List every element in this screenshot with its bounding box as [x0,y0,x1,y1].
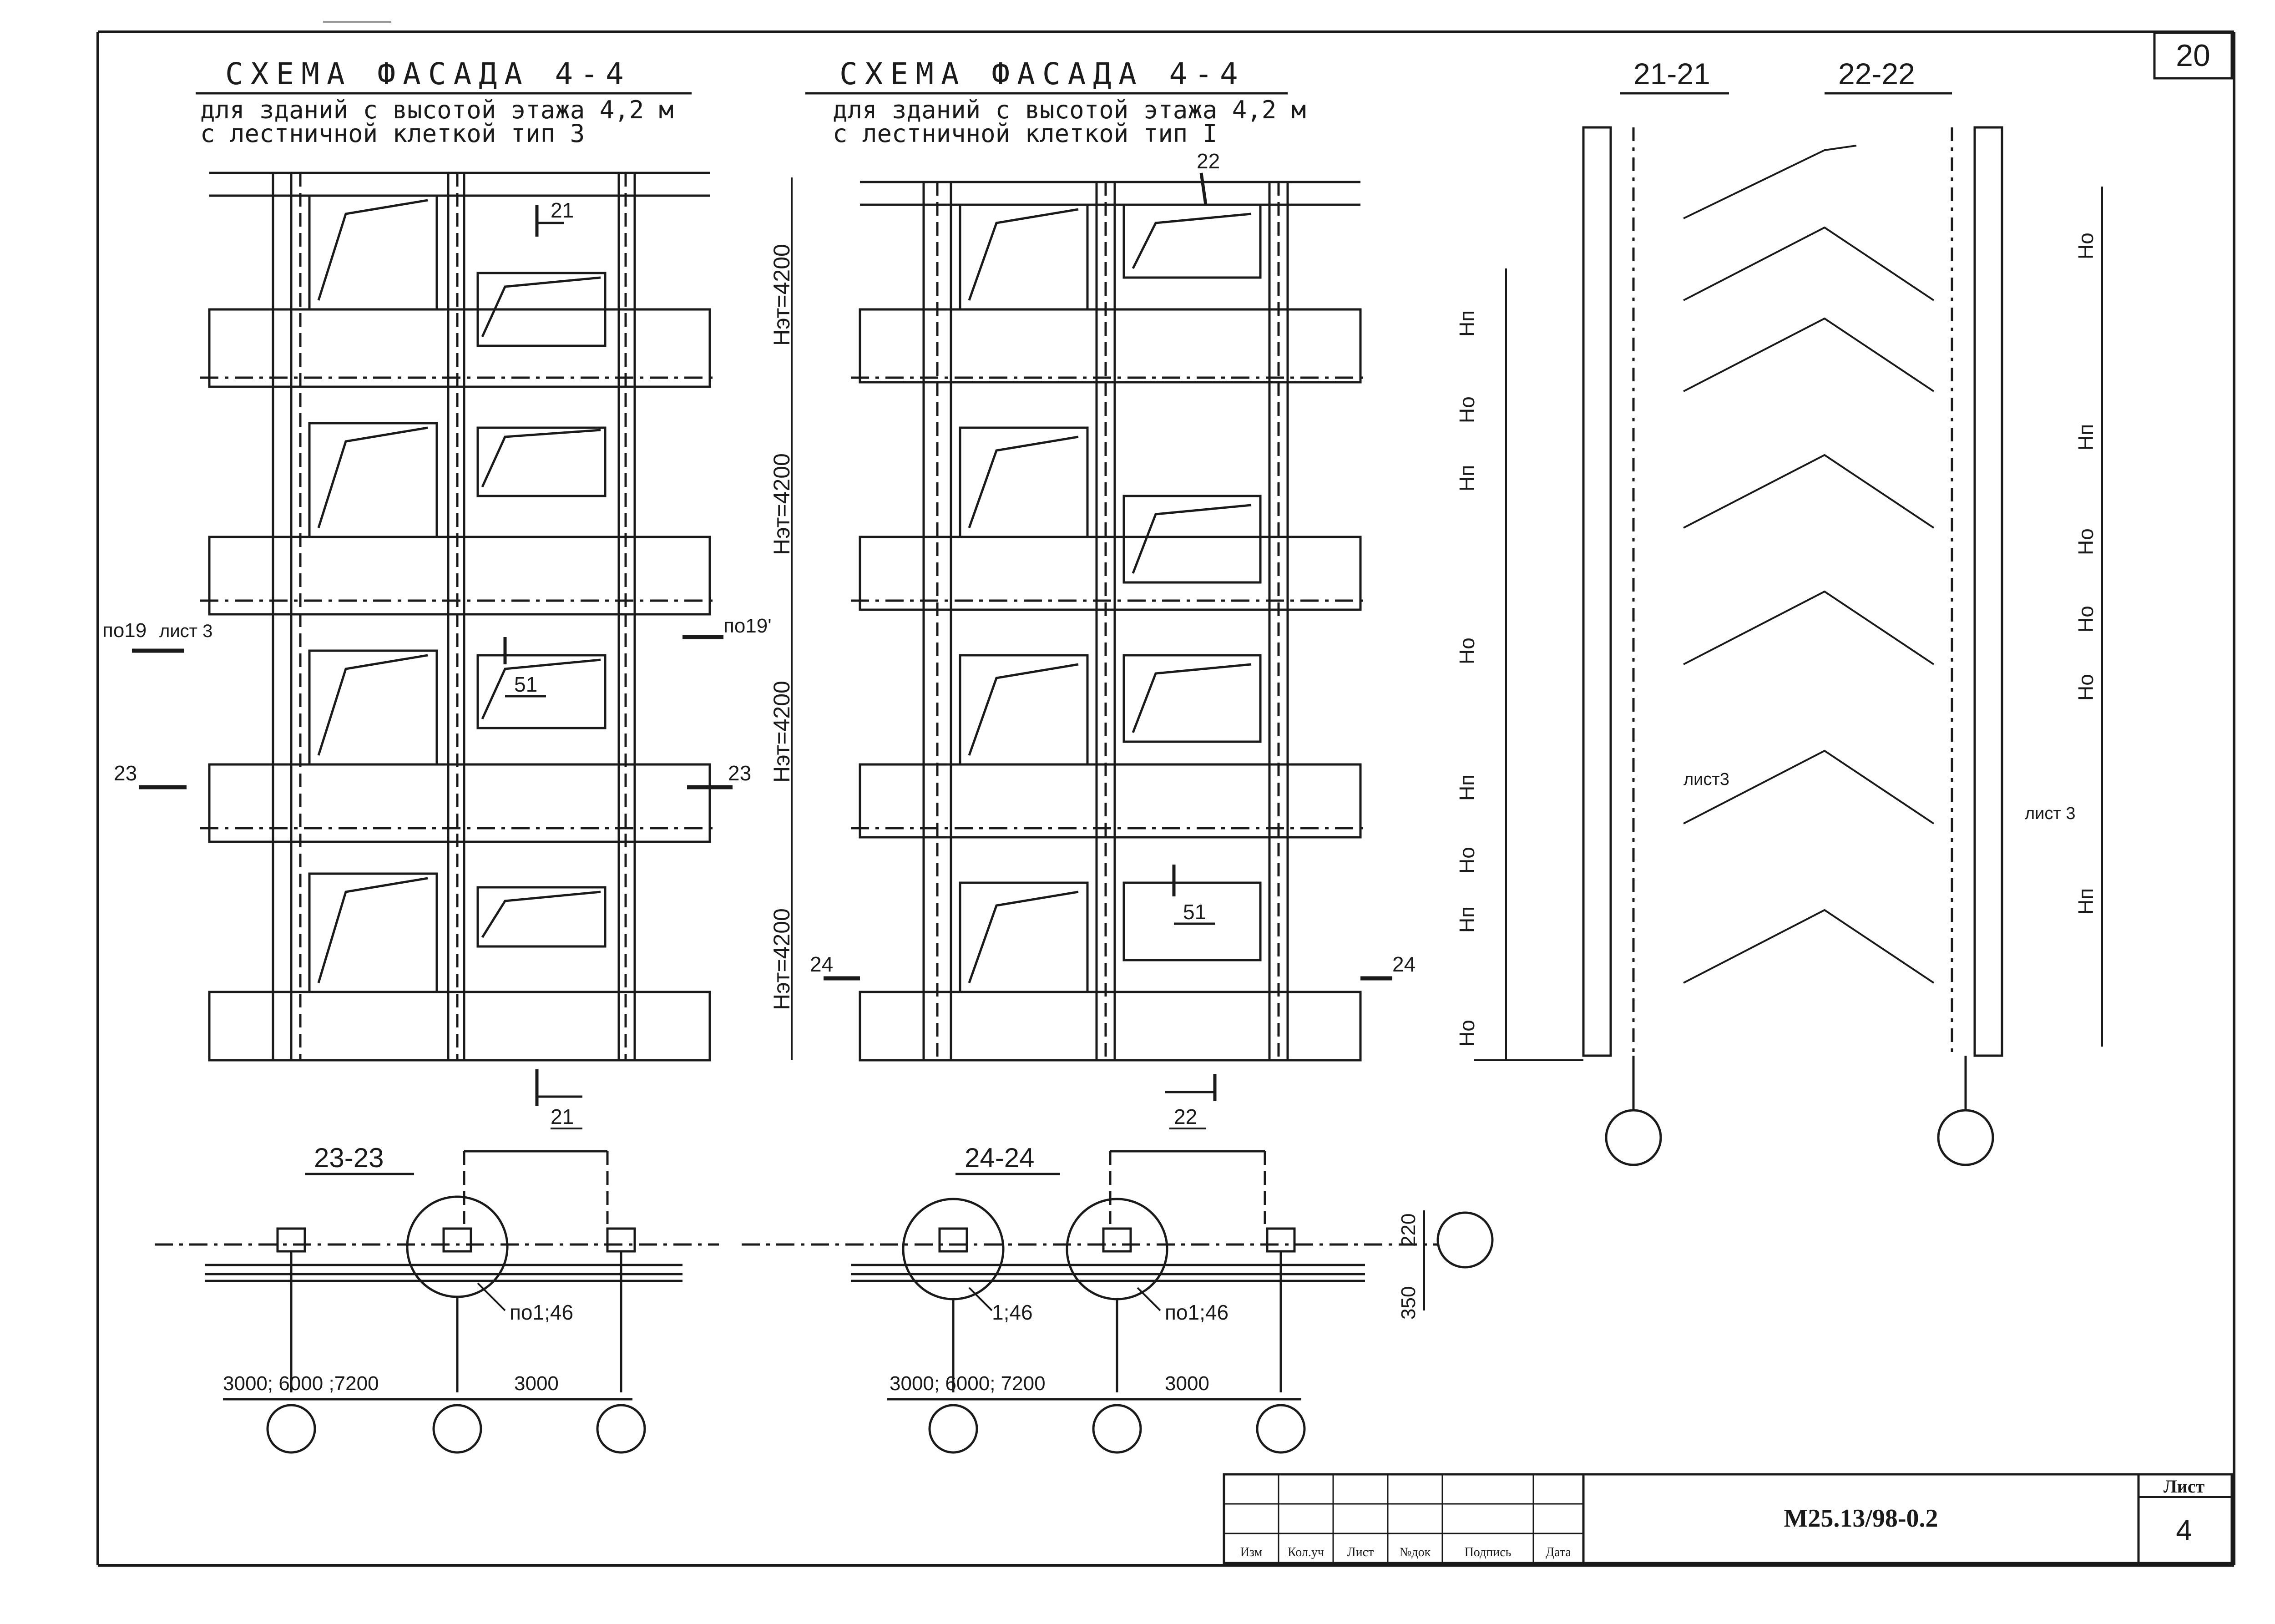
plan-dimensions: 3000; 6000 ;7200 3000 3000; 6000; 7200 3… [223,1372,1209,1395]
plan-24-drawing [742,1150,1438,1454]
facade-right-drawing [851,181,1370,1062]
sheet-label: Лист [2164,1476,2205,1497]
svg-text:лист 3: лист 3 [2025,804,2076,823]
section-connector-lines [1683,145,1935,984]
svg-text:Hо: Hо [1455,396,1479,423]
svg-text:Hо: Hо [2074,606,2098,632]
document-code: M25.13/98-0.2 [1784,1504,1938,1533]
floor-dim-1: Hэт=4200 [769,244,794,346]
svg-text:51: 51 [514,673,537,696]
cut-mark-24-left: 24 [810,952,860,981]
svg-text:3000: 3000 [1165,1372,1209,1395]
title-header-izm: Изм [1240,1545,1263,1559]
section-21-title: 21-21 [1633,57,1710,91]
svg-text:Hп: Hп [1455,465,1479,491]
title-header-ndok: №док [1400,1545,1431,1559]
svg-text:по19: по19 [102,619,147,642]
svg-text:3000; 6000; 7200: 3000; 6000; 7200 [890,1372,1046,1395]
title-header-list: Лист [1347,1545,1374,1559]
facade-right-title: СХЕМА ФАСАДА 4-4 [839,56,1245,91]
svg-text:по1;46: по1;46 [510,1300,573,1324]
svg-text:220: 220 [1397,1214,1420,1247]
corner-number-box: 20 [2153,31,2233,80]
svg-text:Hо: Hо [2074,233,2098,259]
plan-24-title: 24-24 [965,1143,1034,1173]
svg-text:51: 51 [1183,900,1206,924]
svg-text:21: 21 [551,1105,574,1128]
floor-dim-2: Hэт=4200 [769,453,794,555]
sheet-number: 4 [2176,1514,2192,1547]
svg-text:лист 3: лист 3 [159,621,212,641]
cut-mark-23-left: 23 [114,761,187,789]
cut-mark-22-top: 22 [1197,149,1220,205]
facade-left-header: СХЕМА ФАСАДА 4-4 для зданий с высотой эт… [196,56,692,148]
svg-text:23: 23 [728,761,751,785]
svg-text:лист3: лист3 [1684,770,1729,789]
svg-text:Hо: Hо [2074,528,2098,555]
title-header-data: Дата [1546,1545,1571,1559]
section-titles: 21-21 22-22 [1620,57,1952,95]
svg-text:1;46: 1;46 [992,1300,1033,1324]
plan-23-drawing [155,1150,719,1454]
cut-mark-23-right: 23 [687,761,751,789]
svg-text:по1;46: по1;46 [1165,1300,1228,1324]
facade-right-header: СХЕМА ФАСАДА 4-4 для зданий с высотой эт… [805,56,1306,148]
plan-callouts: по1;46 1;46 по1;46 [477,1282,1228,1324]
svg-text:Hп: Hп [1455,310,1479,337]
facade-left-drawing [200,172,719,1062]
cut-mark-po19-left: по19 лист 3 [102,619,212,653]
svg-text:23: 23 [114,761,137,785]
sheet-frame [96,30,2235,1567]
facade-left-title: СХЕМА ФАСАДА 4-4 [225,56,631,91]
title-header-koluch: Кол.уч [1288,1545,1324,1559]
svg-text:Hо: Hо [1455,1020,1479,1047]
cut-mark-22-bottom: 22 [1165,1074,1217,1129]
cut-mark-21-bottom: 21 [535,1069,582,1129]
svg-text:21: 21 [551,198,574,222]
section-dims-left: Hп Hо Hп Hо Hп Hо Hп Hо [1455,310,1479,1047]
vertical-dimensions: 220 350 [1397,1210,1494,1320]
svg-text:Hп: Hп [1455,774,1479,801]
facade-right-subtitle-2: с лестничной клеткой тип I [833,119,1217,148]
floor-dim-4: Hэт=4200 [769,908,794,1010]
section-22-drawing [1937,126,2103,1166]
svg-text:3000; 6000 ;7200: 3000; 6000 ;7200 [223,1372,379,1395]
floor-dimensions: Hэт=4200 Hэт=4200 Hэт=4200 Hэт=4200 [769,177,794,1060]
plan-titles: 23-23 24-24 [305,1143,1060,1175]
svg-text:24: 24 [1392,952,1416,976]
svg-text:22: 22 [1197,149,1220,173]
svg-text:Hо: Hо [1455,637,1479,664]
svg-text:по19': по19' [723,615,772,637]
svg-text:22: 22 [1174,1105,1197,1128]
svg-text:3000: 3000 [514,1372,559,1395]
section-22-title: 22-22 [1838,57,1915,91]
svg-text:24: 24 [810,952,833,976]
section-references: лист3 лист 3 [1684,770,2076,823]
plan-23-title: 23-23 [314,1143,384,1173]
title-header-podpis: Подпись [1465,1545,1512,1559]
cut-mark-51-left: 51 [503,637,546,698]
svg-text:Hо: Hо [2074,674,2098,701]
cut-mark-po19-right: по19' [682,615,772,639]
svg-text:350: 350 [1397,1286,1420,1320]
section-21-drawing [1474,126,1662,1166]
facade-left-subtitle-1: для зданий с высотой этажа 4,2 м [200,96,673,124]
cut-mark-51-right: 51 [1172,865,1215,925]
title-block: Изм Кол.уч Лист №док Подпись Дата M25.13… [1223,1473,2233,1564]
svg-text:Hп: Hп [2074,888,2098,915]
corner-number: 20 [2176,38,2210,73]
svg-text:Hп: Hп [1455,906,1479,933]
facade-right-subtitle-1: для зданий с высотой этажа 4,2 м [833,96,1306,124]
svg-text:Hо: Hо [1455,847,1479,874]
floor-dim-3: Hэт=4200 [769,681,794,783]
svg-text:Hп: Hп [2074,424,2098,450]
facade-left-subtitle-2: с лестничной клеткой тип 3 [200,119,585,148]
section-dims-right: Hо Hп Hо Hо Hо Hп [2074,233,2098,915]
cut-mark-21-top: 21 [535,198,574,237]
cut-mark-24-right: 24 [1360,952,1416,981]
